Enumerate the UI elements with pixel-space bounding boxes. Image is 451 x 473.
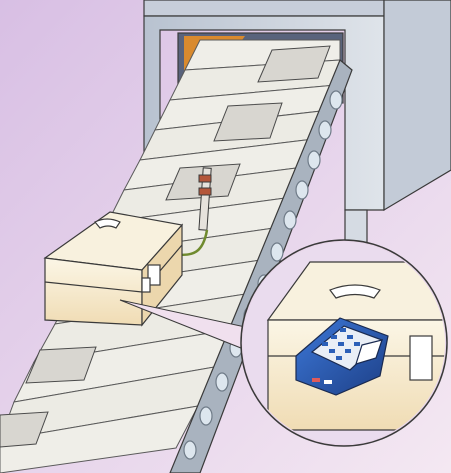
data-logger-icon (295, 317, 389, 396)
insulated-box-icon (43, 211, 184, 327)
magnifier-callout (240, 239, 448, 447)
